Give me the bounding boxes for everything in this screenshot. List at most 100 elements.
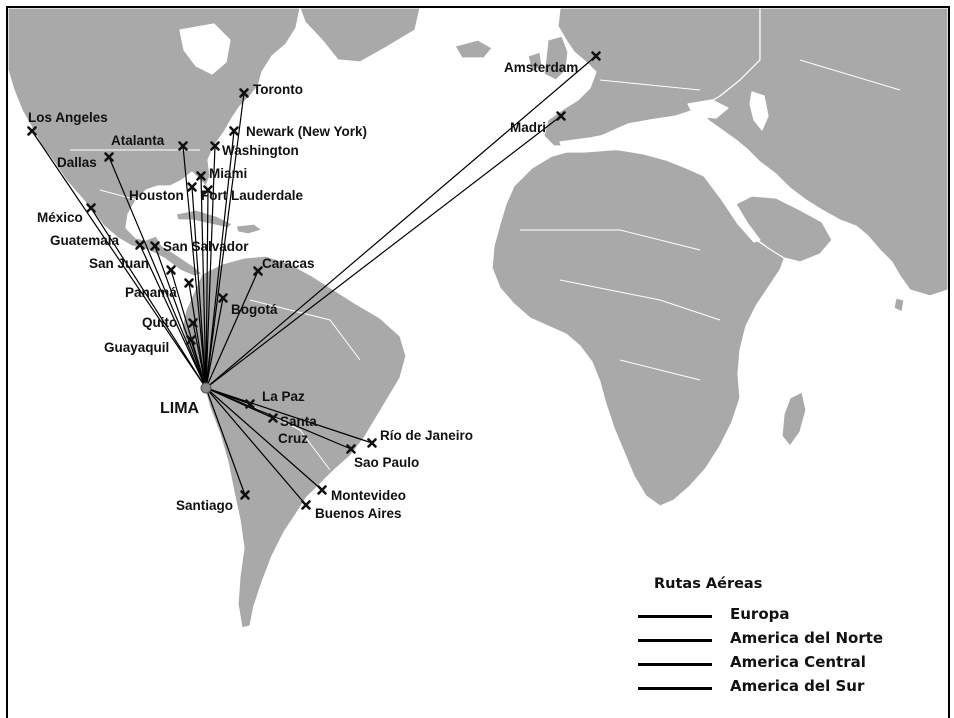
legend-item-america-central: America Central (638, 652, 918, 676)
land-north-america (7, 7, 301, 277)
route-line-miami (200, 175, 207, 389)
cross-marker-icon (27, 126, 37, 136)
legend-item-europa: Europa (638, 604, 918, 628)
route-line-quito (192, 322, 207, 389)
city-label-san-juan: San Juan (89, 256, 149, 271)
frame-border-top (8, 6, 948, 8)
legend-item-america-del-sur: America del Sur (638, 676, 918, 700)
frame-border-right (948, 6, 950, 718)
route-line-los-angeles (31, 130, 207, 389)
frame-border-left (6, 6, 8, 718)
route-line-guayaquil (190, 339, 207, 389)
city-label-houston: Houston (129, 188, 184, 203)
route-line-toronto (205, 92, 245, 389)
city-label-guatemala: Guatemala (50, 233, 120, 248)
city-markers (27, 51, 601, 510)
route-line-caracas (205, 270, 259, 389)
cross-marker-icon (203, 185, 213, 195)
route-line-washington (205, 145, 216, 389)
route-line-mexico (90, 207, 207, 389)
city-label-bogota: Bogotá (231, 302, 278, 317)
route-line-guatemala (139, 244, 207, 389)
cross-marker-icon (166, 265, 176, 275)
route-line-buenos-aires (205, 387, 307, 506)
water-hudson-bay (179, 23, 231, 75)
city-label-sao-paulo: Sao Paulo (354, 455, 419, 470)
cross-marker-icon (229, 126, 239, 136)
cross-marker-icon (239, 88, 249, 98)
legend-item-label: America Central (730, 653, 866, 671)
cross-marker-icon (186, 335, 196, 345)
route-line-dallas (108, 156, 207, 389)
route-line-rio-de-janeiro (205, 387, 373, 444)
legend-line-icon (638, 639, 712, 642)
cross-marker-icon (188, 318, 198, 328)
city-label-miami: Miami (209, 166, 247, 181)
cross-marker-icon (178, 141, 188, 151)
city-label-atalanta: Atalanta (111, 133, 165, 148)
land-iceland (454, 39, 493, 59)
city-label-la-paz: La Paz (262, 389, 305, 404)
route-line-madri (205, 115, 562, 389)
city-label-amsterdam: Amsterdam (504, 60, 578, 75)
water-red-sea (715, 183, 761, 243)
cross-marker-icon (317, 485, 327, 495)
land-sri-lanka (893, 297, 905, 313)
city-label-cruz: Cruz (278, 431, 308, 446)
route-line-fort-lauderdale (205, 189, 209, 389)
city-label-santa: Santa (280, 414, 317, 429)
legend-item-label: Europa (730, 605, 790, 623)
route-line-sao-paulo (205, 387, 352, 450)
city-label-buenos-aires: Buenos Aires (315, 506, 402, 521)
cross-marker-icon (253, 266, 263, 276)
city-label-guayaquil: Guayaquil (104, 340, 169, 355)
cross-marker-icon (135, 240, 145, 250)
land-greenland (299, 7, 421, 63)
city-label-mexico: México (37, 210, 83, 225)
cross-marker-icon (187, 182, 197, 192)
cross-marker-icon (268, 413, 278, 423)
city-label-los-angeles: Los Angeles (28, 110, 108, 125)
city-label-fort-lauderdale: Fort Lauderdale (201, 188, 304, 203)
route-line-atalanta (182, 145, 207, 389)
city-label-newark-new-york: Newark (New York) (246, 124, 367, 139)
water-caspian-sea (749, 91, 769, 131)
city-label-dallas: Dallas (57, 155, 97, 170)
route-line-panama (188, 282, 207, 389)
cross-marker-icon (218, 293, 228, 303)
city-label-montevideo: Montevideo (331, 488, 406, 503)
land-south-america (181, 255, 407, 629)
city-label-quito: Quito (142, 315, 177, 330)
cross-marker-icon (556, 111, 566, 121)
route-line-san-salvador (154, 245, 207, 389)
route-line-bogota (205, 297, 224, 389)
city-label-rio-de-janeiro: Río de Janeiro (380, 428, 473, 443)
cross-marker-icon (245, 399, 255, 409)
route-line-montevideo (205, 387, 323, 491)
route-line-santiago (205, 387, 246, 496)
route-lines (31, 55, 597, 506)
legend-line-icon (638, 663, 712, 666)
city-label-caracas: Caracas (262, 256, 315, 271)
cross-marker-icon (150, 241, 160, 251)
route-line-newark-new-york (205, 130, 235, 389)
cross-marker-icon (210, 141, 220, 151)
route-line-houston (191, 186, 207, 389)
legend-item-label: America del Sur (730, 677, 865, 695)
legend: Rutas Aéreas Europa America del Norte Am… (630, 576, 920, 696)
land-great-britain (543, 35, 569, 81)
water-black-sea (687, 99, 729, 119)
cross-marker-icon (301, 500, 311, 510)
legend-item-america-del-norte: America del Norte (638, 628, 918, 652)
cross-marker-icon (367, 438, 377, 448)
hub-label-lima: LIMA (160, 400, 200, 417)
legend-line-icon (638, 687, 712, 690)
city-label-washington: Washington (222, 143, 299, 158)
legend-title: Rutas Aéreas (654, 576, 763, 592)
land-hispaniola (235, 223, 263, 235)
land-africa (491, 147, 787, 507)
legend-line-icon (638, 615, 712, 618)
land-madagascar (781, 391, 807, 447)
city-label-madri: Madri (510, 120, 546, 135)
